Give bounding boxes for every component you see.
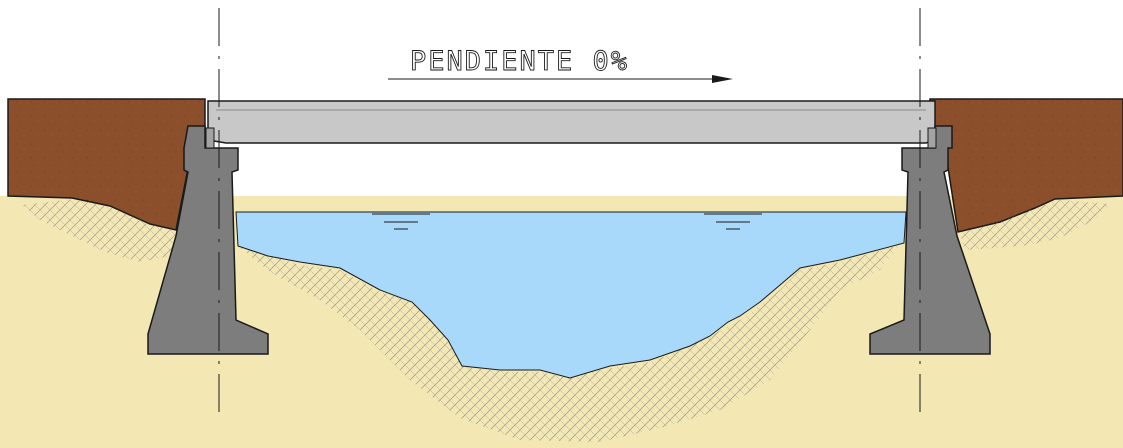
abutment-right	[869, 125, 991, 355]
abutment-left	[147, 125, 269, 355]
water-level-symbol-left	[372, 213, 430, 230]
arrow-right-icon	[388, 75, 733, 83]
riverbed-hatch	[238, 245, 900, 442]
water-level-symbol-right	[704, 213, 762, 230]
bridge-deck	[207, 100, 936, 144]
bearing-seat-right	[927, 127, 937, 149]
embankment-fill-left	[7, 98, 206, 231]
compacted-soil-left	[22, 199, 176, 262]
slope-label: PENDIENTE 0%	[410, 46, 629, 77]
bearing-seat-left	[205, 127, 215, 149]
river-water	[235, 211, 907, 379]
compacted-soil-right	[960, 200, 1112, 250]
